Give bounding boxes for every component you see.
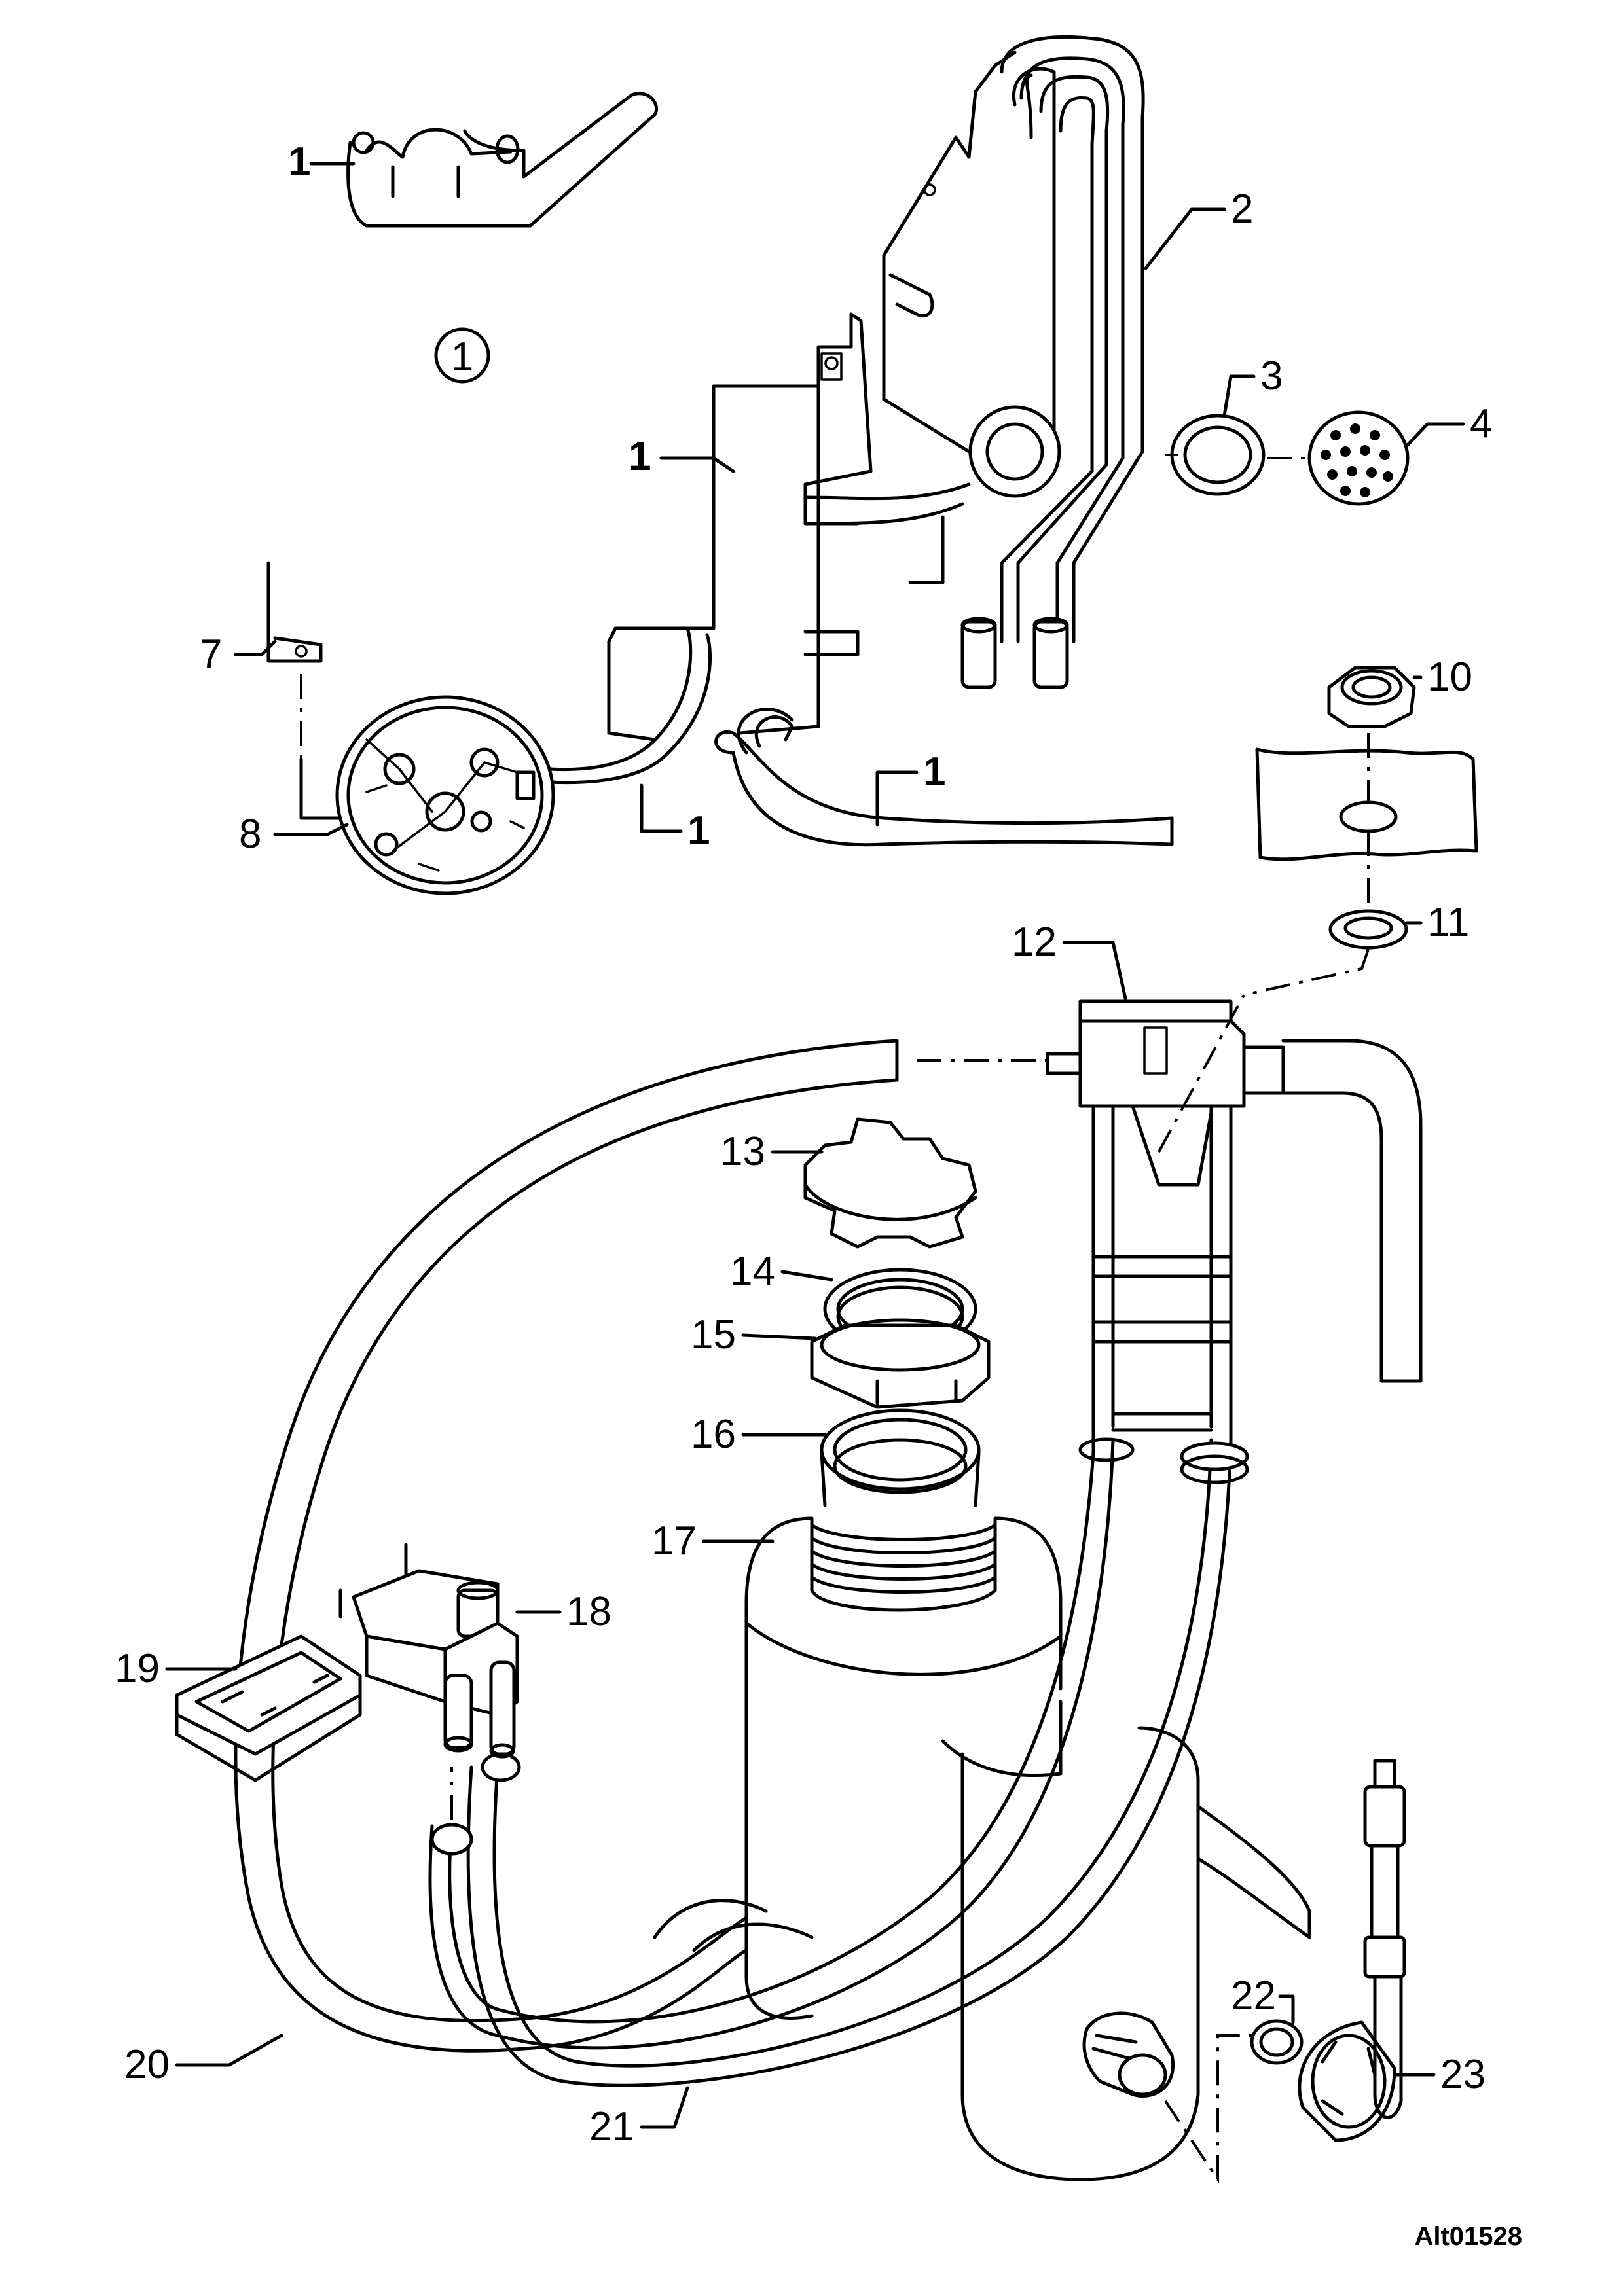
callout-part-2: 2 (1231, 187, 1253, 232)
callout-part-20: 20 (124, 2042, 170, 2087)
view-marker-label: 1 (451, 334, 473, 380)
reference-code: Alt01528 (1414, 2222, 1522, 2251)
callout-part-3: 3 (1260, 353, 1283, 399)
level-sensor-part-8 (266, 561, 555, 895)
callout-part-11: 11 (1427, 900, 1469, 945)
cover-part-19 (175, 1634, 362, 1782)
callout-part-4: 4 (1470, 401, 1492, 446)
o-ring-part-22 (1250, 2019, 1304, 2065)
callout-part-17: 17 (651, 1518, 697, 1564)
detail-part-1 (346, 92, 658, 228)
callout-part-16: 16 (691, 1412, 736, 1457)
callout-detail-1: 1 (288, 139, 310, 185)
hose-part-21 (428, 1438, 1233, 2087)
view-marker: 1 (434, 327, 490, 384)
cap-part-13 (803, 1117, 977, 1249)
callout-hose-1a: 1 (687, 808, 710, 853)
mounting-plate (1255, 733, 1478, 916)
washer-part-11 (1243, 909, 1408, 996)
callout-part-15: 15 (691, 1312, 736, 1357)
level-switch-part-23 (1298, 1759, 1406, 2142)
bracket-part-1 (515, 312, 1174, 847)
callout-part-13: 13 (720, 1129, 765, 1174)
seal-ring-part-3 (1170, 414, 1266, 496)
callout-part-7: 7 (200, 632, 222, 677)
lock-nut-part-15 (810, 1318, 991, 1409)
callout-part-22: 22 (1231, 1973, 1276, 2018)
callout-part-10: 10 (1427, 655, 1472, 700)
callout-hose-1b: 1 (923, 749, 945, 795)
seal-part-16 (820, 1408, 981, 1507)
callout-part-23: 23 (1440, 2052, 1486, 2097)
pump-part-18 (338, 1543, 519, 1759)
callout-part-14: 14 (730, 1249, 775, 1294)
hose-clamp (1078, 1437, 1249, 1484)
strainer-holes (1321, 423, 1393, 497)
drain-port (1082, 2011, 1257, 2184)
nut-part-10 (1327, 666, 1416, 728)
callout-bracket-1: 1 (629, 434, 651, 479)
callout-part-8: 8 (239, 812, 261, 857)
callout-part-19: 19 (115, 1646, 160, 1691)
overflow-hose (1281, 1039, 1423, 1383)
callouts: 1 1 1 1 2 3 4 7 8 10 11 12 13 14 15 16 1 (115, 139, 1492, 2149)
callout-part-18: 18 (566, 1589, 611, 1634)
callout-part-12: 12 (1012, 920, 1057, 965)
reservoir-part-17 (653, 1516, 1311, 2181)
reservoir-neck-threads (810, 1523, 997, 1594)
strainer-part-4 (1165, 410, 1410, 506)
filler-tube-assembly (882, 35, 1145, 689)
valve-housing-part-12 (917, 994, 1285, 1455)
hose-part-20 (234, 1039, 899, 2053)
callout-part-21: 21 (589, 2104, 634, 2149)
